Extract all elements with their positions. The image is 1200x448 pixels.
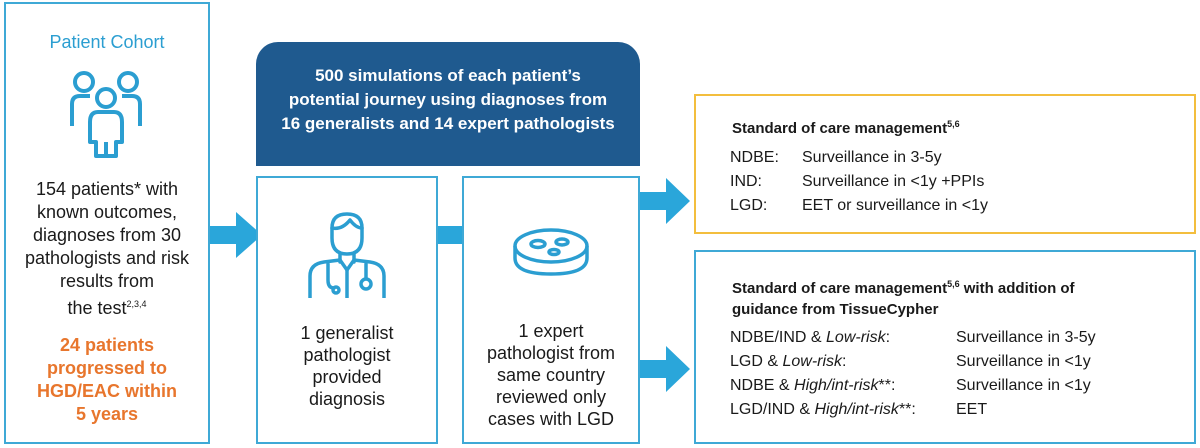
guidance-row: LGD & Low-risk: Surveillance in <1y <box>730 352 1170 372</box>
reference-superscript: 5,6 <box>947 119 960 129</box>
people-group-icon <box>70 71 142 158</box>
progression-highlight: 24 patients progressed to HGD/EAC within… <box>16 334 198 426</box>
highlight-line: 5 years <box>75 404 139 424</box>
title-line: guidance from TissueCypher <box>732 301 939 318</box>
management-row: IND: Surveillance in <1y +PPIs <box>730 172 1170 192</box>
risk-label: LGD & Low-risk: <box>730 352 846 372</box>
guidance-row: NDBE/IND & Low-risk: Surveillance in 3-5… <box>730 328 1170 348</box>
step-line: pathologist from <box>486 343 616 363</box>
management-value: Surveillance in <1y +PPIs <box>802 173 985 190</box>
arrow-right-icon <box>210 212 262 258</box>
cohort-desc-line: 154 patients* with <box>35 179 179 199</box>
label-text: LGD/IND & <box>730 401 815 418</box>
simulations-banner: 500 simulations of each patient’s potent… <box>256 42 640 166</box>
label-text: : <box>885 329 891 346</box>
risk-level: High/int-risk <box>794 377 879 394</box>
diagnosis-label: LGD: <box>730 197 768 214</box>
tissuecypher-guidance-panel: Standard of care management5,6 with addi… <box>694 250 1196 444</box>
risk-level: Low-risk <box>782 353 843 370</box>
doctor-icon <box>308 212 386 298</box>
patient-cohort-panel: Patient Cohort 154 patients* with known … <box>4 2 210 444</box>
cohort-desc-line: the test2,3,4 <box>16 293 198 320</box>
banner-text: 500 simulations of each patient’s potent… <box>256 64 640 136</box>
step-line: provided <box>312 367 382 387</box>
step-line: reviewed only <box>495 387 607 407</box>
reference-superscript: 2,3,4 <box>126 299 147 309</box>
generalist-step-text: 1 generalist pathologist provided diagno… <box>266 322 428 410</box>
tissuecypher-title: Standard of care management5,6 with addi… <box>732 274 1174 320</box>
management-value: Surveillance in 3-5y <box>802 149 942 166</box>
banner-line: potential journey using diagnoses from <box>288 90 608 109</box>
step-line: cases with LGD <box>487 409 615 429</box>
label-text: NDBE/IND & <box>730 329 827 346</box>
highlight-line: progressed to <box>46 358 168 378</box>
risk-label: NDBE & High/int-risk**: <box>730 376 895 396</box>
title-text: with addition of <box>959 280 1075 297</box>
title-line: Standard of care management5,6 with addi… <box>732 274 1174 299</box>
step-line: pathologist <box>303 345 391 365</box>
management-value: Surveillance in <1y <box>956 353 1091 370</box>
cohort-desc-line: results from <box>59 271 155 291</box>
cohort-desc-line: diagnoses from 30 <box>32 225 182 245</box>
step-line: 1 expert <box>518 321 584 341</box>
generalist-step-panel: 1 generalist pathologist provided diagno… <box>256 176 438 444</box>
petri-dish-icon <box>513 228 589 276</box>
step-line: 1 generalist <box>300 323 394 343</box>
diagnosis-label: IND: <box>730 173 762 190</box>
label-text: **: <box>898 401 916 418</box>
banner-line: 500 simulations of each patient’s <box>315 66 581 85</box>
cohort-title: Patient Cohort <box>49 32 165 52</box>
title-text: Standard of care management <box>732 280 948 297</box>
risk-level: High/int-risk <box>814 401 899 418</box>
title-text: Standard of care management <box>732 120 948 137</box>
management-value: Surveillance in <1y <box>956 377 1091 394</box>
expert-step-panel: 1 expert pathologist from same country r… <box>462 176 640 444</box>
label-text: **: <box>878 377 896 394</box>
cohort-desc-line: known outcomes, <box>36 202 178 222</box>
step-line: same country <box>496 365 606 385</box>
highlight-line: HGD/EAC within <box>37 381 177 401</box>
cohort-desc-line: pathologists and risk <box>24 248 190 268</box>
risk-level: Low-risk <box>826 329 886 346</box>
management-value: Surveillance in 3-5y <box>956 329 1096 346</box>
cohort-description: 154 patients* with known outcomes, diagn… <box>16 178 198 320</box>
risk-label: NDBE/IND & Low-risk: <box>730 328 890 348</box>
diagnosis-label: NDBE: <box>730 149 779 166</box>
arrow-right-icon <box>640 178 690 224</box>
highlight-line: 24 patients <box>59 335 155 355</box>
label-text: NDBE & <box>730 377 795 394</box>
label-text: LGD & <box>730 353 783 370</box>
standard-of-care-title: Standard of care management5,6 <box>732 114 1174 139</box>
risk-label: LGD/IND & High/int-risk**: <box>730 400 916 420</box>
management-row: NDBE: Surveillance in 3-5y <box>730 148 1170 168</box>
management-row: LGD: EET or surveillance in <1y <box>730 196 1170 216</box>
arrow-right-icon <box>640 346 690 392</box>
cohort-desc-last: the test <box>67 298 127 318</box>
guidance-row: LGD/IND & High/int-risk**: EET <box>730 400 1170 420</box>
label-text: : <box>842 353 847 370</box>
management-value: EET or surveillance in <1y <box>802 197 989 214</box>
banner-line: 16 generalists and 14 expert pathologist… <box>281 114 615 133</box>
management-value: EET <box>956 401 988 418</box>
guidance-row: NDBE & High/int-risk**: Surveillance in … <box>730 376 1170 396</box>
reference-superscript: 5,6 <box>947 279 960 289</box>
expert-step-text: 1 expert pathologist from same country r… <box>472 320 630 430</box>
standard-of-care-panel: Standard of care management5,6 NDBE: Sur… <box>694 94 1196 234</box>
step-line: diagnosis <box>308 389 386 409</box>
